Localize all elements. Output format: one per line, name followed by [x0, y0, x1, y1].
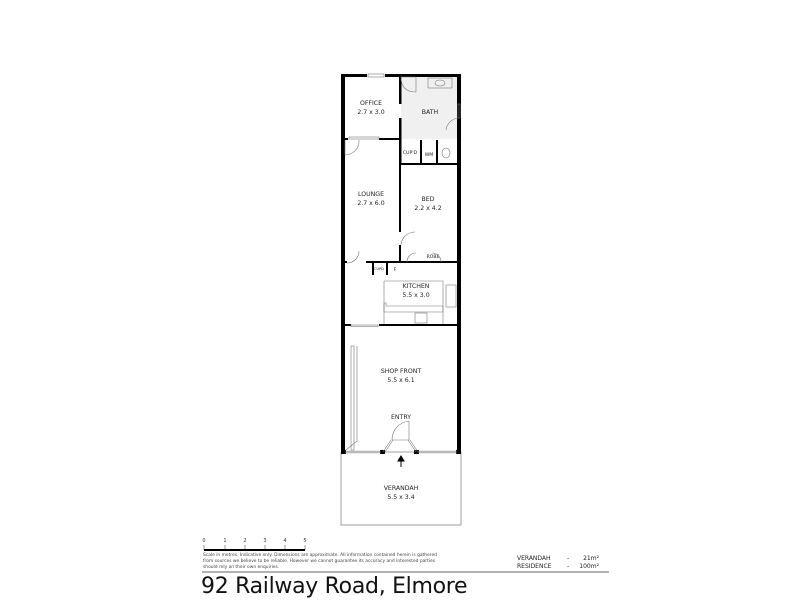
area-row: RESIDENCE - 100m² — [517, 563, 599, 571]
office-dims: 2.7 x 3.0 — [357, 109, 384, 116]
scale-tick: 5 — [303, 538, 306, 544]
area-value: 21m² — [583, 555, 599, 562]
kitchen-cupd-label: CUPD — [374, 267, 384, 271]
cupd-label: CUP'D — [403, 150, 418, 156]
scale-tick: 4 — [283, 538, 286, 544]
area-row: VERANDAH - 21m² — [517, 555, 599, 563]
walls — [341, 74, 461, 454]
lounge-dims: 2.7 x 6.0 — [357, 200, 384, 207]
area-name: RESIDENCE — [517, 563, 552, 570]
scale-tick: 1 — [223, 538, 226, 544]
entry-label: ENTRY — [391, 414, 411, 421]
area-sep: - — [567, 555, 570, 562]
scale-tick: 2 — [243, 538, 246, 544]
disclaimer: Scale in metres. Indicative only. Dimens… — [203, 553, 437, 570]
robe-label: ROBE — [427, 254, 440, 260]
bed-dims: 2.2 x 4.2 — [414, 205, 441, 212]
fridge-label: F — [394, 267, 397, 273]
shop-front-dims: 5.5 x 6.1 — [387, 377, 414, 384]
shop-front-label: SHOP FRONT — [381, 368, 422, 375]
scale-tick: 3 — [263, 538, 266, 544]
wm-label: WM — [425, 152, 434, 158]
verandah-label: VERANDAH — [384, 485, 419, 492]
bed-label: BED — [422, 196, 435, 203]
lounge-label: LOUNGE — [358, 191, 384, 198]
fixtures — [344, 73, 461, 454]
area-value: 100m² — [579, 563, 599, 570]
bath-label: BATH — [422, 109, 439, 116]
office-label: OFFICE — [360, 100, 382, 107]
room-labels: OFFICE 2.7 x 3.0 BATH CUP'D WM LOUNGE 2.… — [357, 100, 441, 501]
area-name: VERANDAH — [517, 555, 551, 562]
bath-floor — [401, 77, 457, 139]
property-title: 92 Railway Road, Elmore — [201, 574, 468, 599]
entry-arrow-icon — [397, 455, 405, 467]
verandah-outline — [340, 451, 462, 526]
kitchen-label: KITCHEN — [403, 283, 430, 290]
area-summary: VERANDAH - 21m² RESIDENCE - 100m² — [517, 555, 599, 571]
kitchen-dims: 5.5 x 3.0 — [402, 292, 429, 299]
area-sep: - — [567, 563, 570, 570]
scale-bar: 0 1 2 3 4 5 — [202, 538, 307, 551]
scale-tick: 0 — [202, 538, 205, 544]
verandah-dims: 5.5 x 3.4 — [387, 494, 414, 501]
